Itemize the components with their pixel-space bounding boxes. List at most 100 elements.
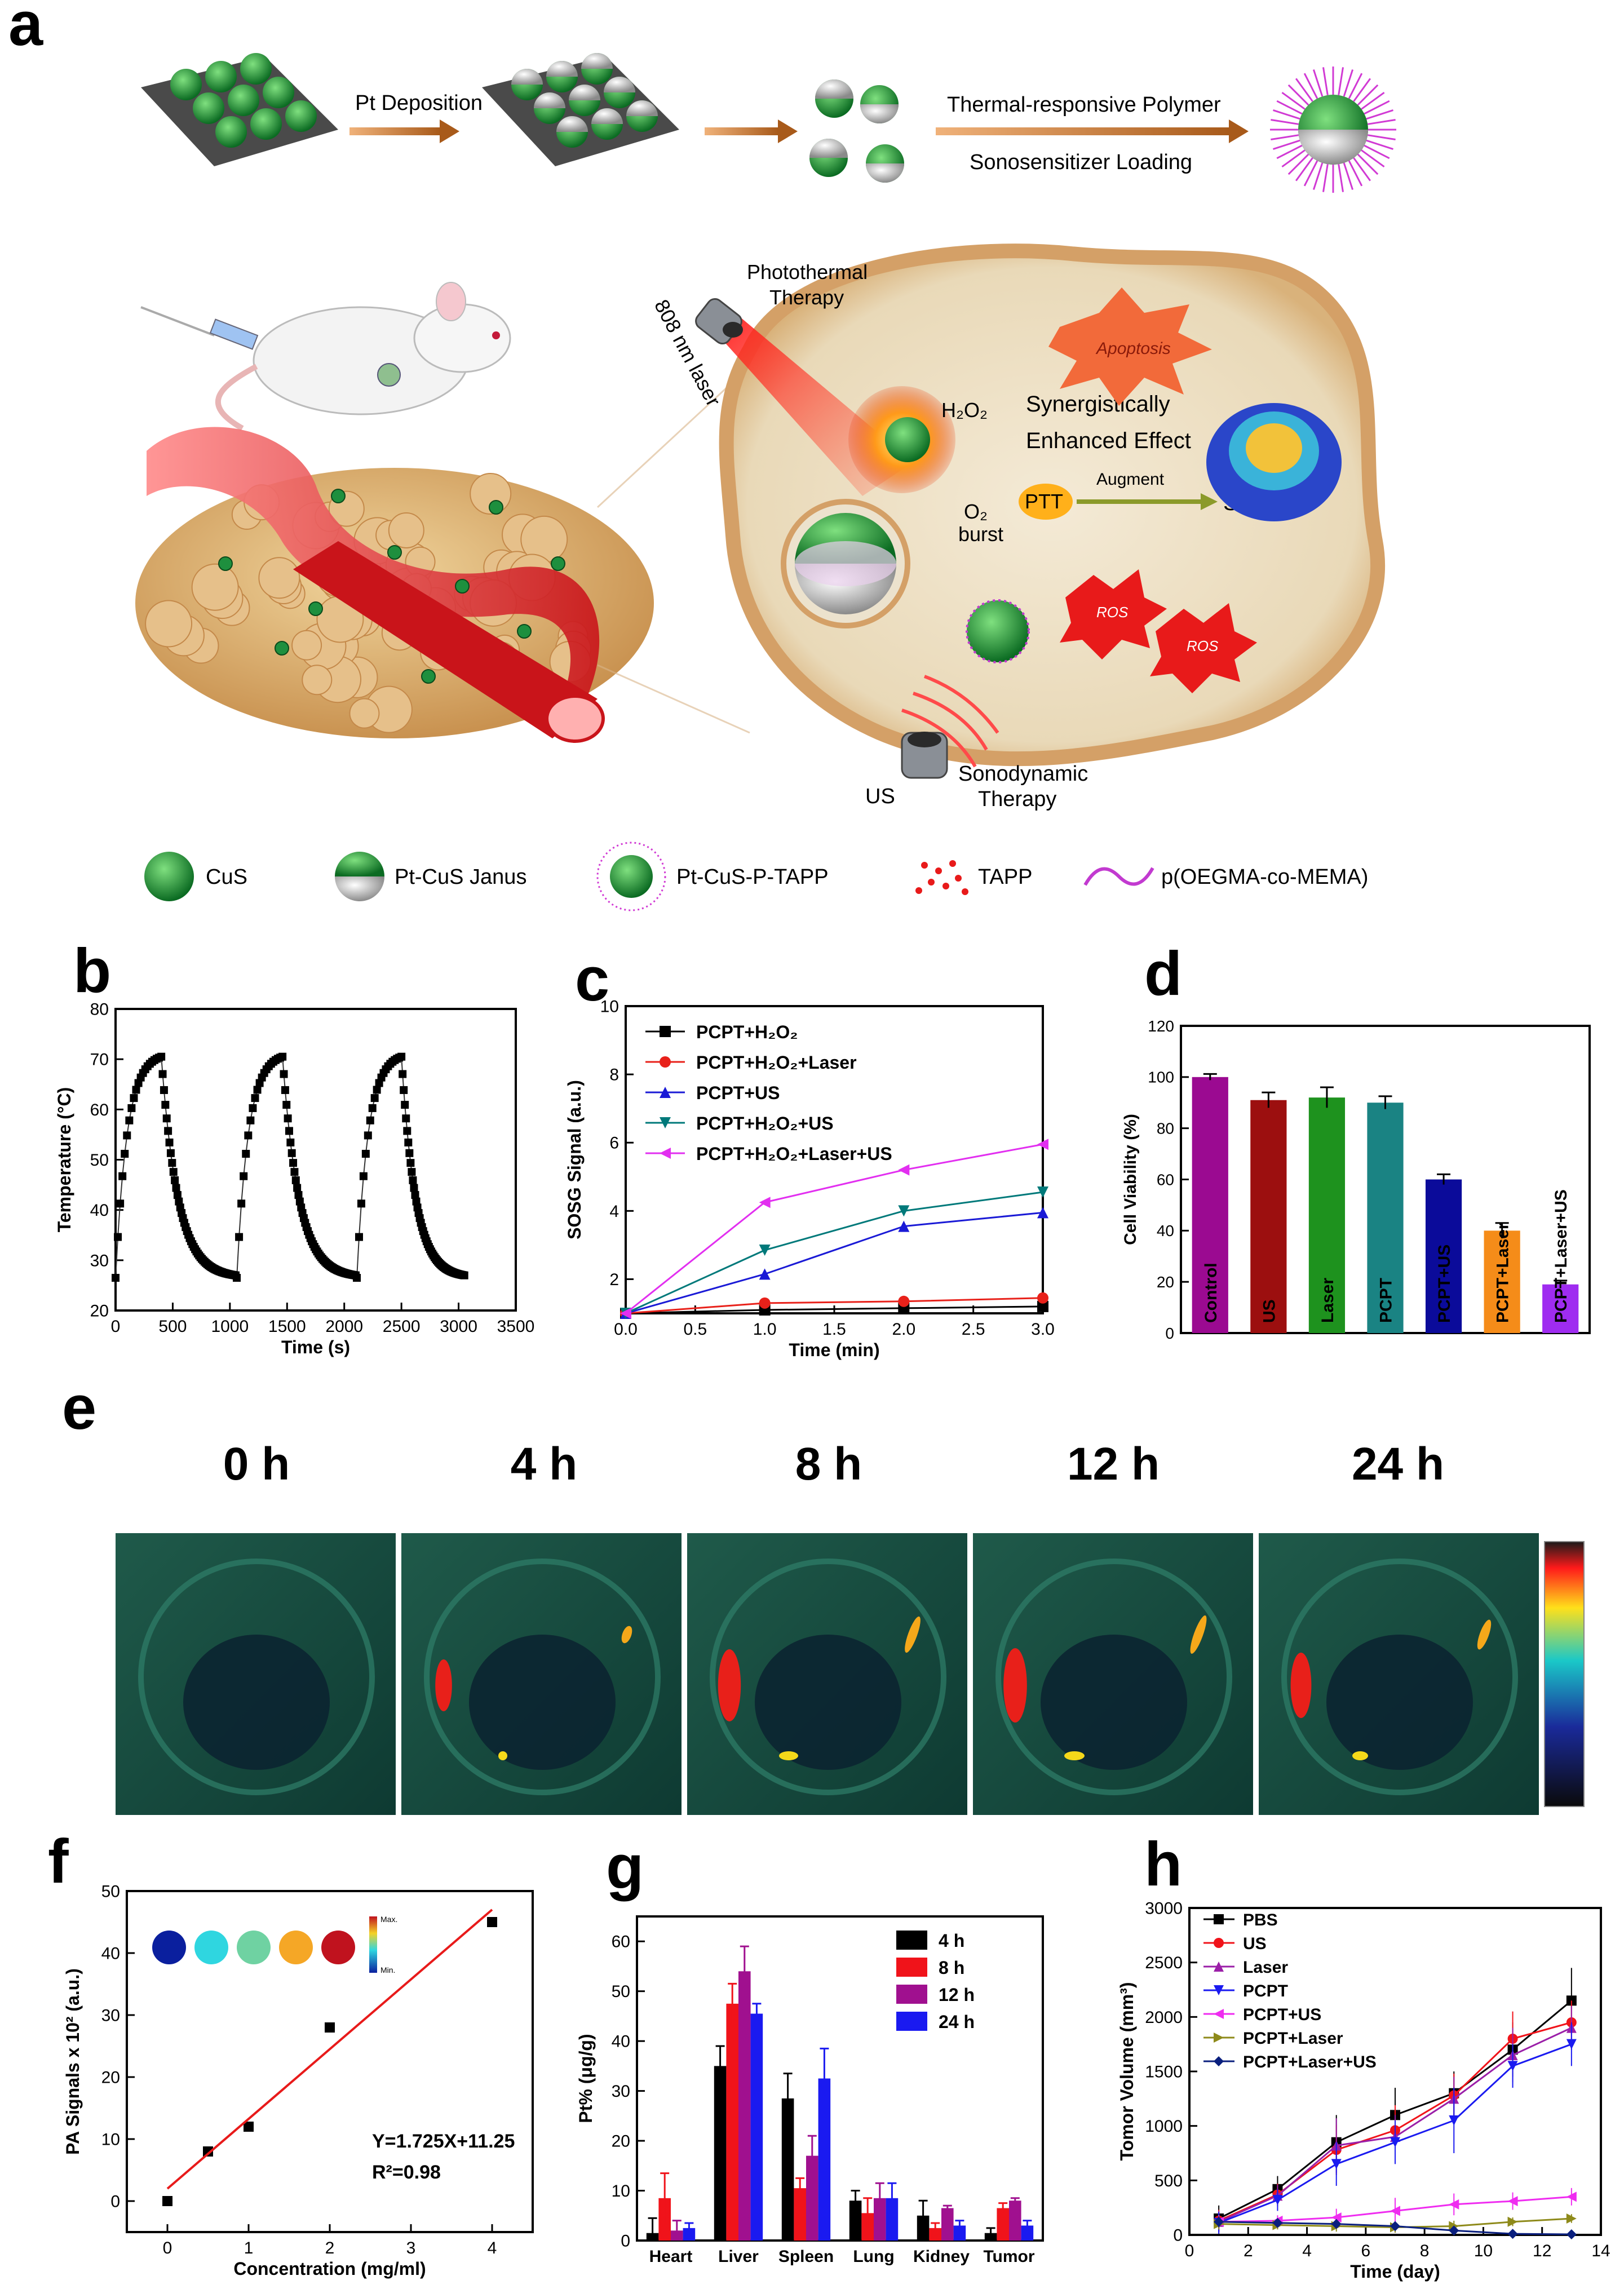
cus-sphere (285, 100, 317, 132)
y-tick-label: 2 (609, 1270, 619, 1289)
series-line (625, 1191, 1043, 1314)
bar (1484, 1230, 1520, 1333)
cus-sphere (263, 77, 294, 108)
temperature-point (282, 1101, 291, 1109)
syringe (140, 306, 259, 350)
inset-concentration-dot (194, 1931, 228, 1964)
legend-polymer-label: p(OEGMA-co-MEMA) (1161, 865, 1368, 889)
cus-array-substrate (141, 53, 338, 166)
temperature-point (281, 1086, 289, 1094)
inset-colorbar-min: Min. (380, 1965, 395, 1974)
pt-cap (809, 139, 848, 158)
series-line (625, 1211, 1043, 1314)
data-point (244, 2122, 254, 2132)
temperature-point (168, 1159, 176, 1167)
y-tick-label: 100 (1148, 1069, 1174, 1086)
y-tick-label: 20 (612, 2132, 630, 2151)
category-label: Liver (718, 2247, 759, 2266)
temperature-point (172, 1184, 180, 1192)
legend-swatch (896, 1985, 927, 2004)
time-label: 12 h (1067, 1438, 1160, 1490)
nanoparticle-dot (551, 556, 565, 571)
temperature-point (293, 1184, 302, 1192)
process-arrow-2 (705, 119, 798, 143)
y-tick-label: 10 (612, 2182, 630, 2201)
legend-swatch (896, 1931, 927, 1950)
polymer-strand (1343, 69, 1354, 97)
bar (1192, 1077, 1228, 1333)
data-point (325, 2022, 335, 2033)
data-point (1037, 1292, 1048, 1304)
bar (929, 2228, 941, 2241)
ultrasound-waves (901, 675, 999, 768)
pt-cap (511, 69, 543, 85)
polymer-strand (1295, 78, 1313, 102)
temperature-point (233, 1274, 241, 1282)
synergy-label-2: Enhanced Effect (1026, 428, 1191, 453)
data-point (1331, 2219, 1342, 2229)
bar (1308, 1097, 1346, 1333)
x-tick-label: 3 (406, 2239, 416, 2257)
temperature-point (460, 1271, 468, 1279)
bar (1021, 2225, 1034, 2241)
temperature-point (278, 1052, 287, 1061)
tapp-dot (921, 862, 928, 869)
legend-polymer-icon (1083, 867, 1154, 886)
zoom-line-top (596, 365, 751, 508)
y-tick-label: 0 (1165, 1325, 1174, 1342)
legend-swatch-marker (1214, 2009, 1224, 2019)
polymer-strand (1281, 149, 1306, 168)
process-arrow-1 (349, 119, 459, 143)
y-tick-label: 1000 (1145, 2117, 1183, 2136)
legend-entry: PCPT+H₂O₂+Laser (696, 1052, 857, 1073)
legend-cus-label: CuS (206, 865, 247, 889)
ptt-label: PTT (1025, 490, 1063, 513)
legend-tapp-label: TAPP (978, 865, 1032, 889)
temperature-point (164, 1127, 172, 1135)
pa-tumor-outline (995, 1559, 1232, 1795)
temperature-point (370, 1094, 379, 1103)
x-tick-label: 0 (111, 1317, 121, 1336)
pa-warm-spot (905, 1616, 921, 1653)
category-label: PCPT+Laser+US (1552, 1189, 1570, 1323)
x-tick-label: 14 (1591, 2242, 1610, 2260)
pa-tumor-outline (710, 1559, 946, 1795)
x-tick-label: 1500 (268, 1317, 306, 1336)
data-point (1449, 2199, 1459, 2210)
temperature-point (165, 1138, 174, 1146)
y-axis-label: PA Signals x 10² (a.u.) (63, 1968, 83, 2155)
fit-r-squared: R²=0.98 (372, 2162, 441, 2183)
data-point (620, 1308, 631, 1319)
legend-pcpt-icon (596, 842, 666, 911)
category-label: US (1260, 1299, 1278, 1323)
data-point (1507, 2061, 1518, 2071)
data-point (1390, 2206, 1400, 2216)
data-point (162, 2196, 172, 2206)
temperature-point (132, 1086, 140, 1094)
temperature-point (161, 1101, 170, 1109)
temperature-point (353, 1274, 361, 1282)
temperature-point (373, 1086, 381, 1094)
ros-star-1: ROS (1060, 569, 1167, 659)
step-label-sonosensitizer: Sonosensitizer Loading (970, 150, 1192, 174)
legend-swatch-marker (660, 1148, 671, 1159)
legend-janus-label: Pt-CuS Janus (395, 865, 526, 889)
polymer-strand (1312, 69, 1324, 97)
polymer-strand (1361, 91, 1385, 110)
temperature-point (355, 1233, 363, 1241)
y-tick-label: 10 (101, 2131, 120, 2149)
polymer-strand (1361, 149, 1385, 168)
x-tick-label: 1.5 (822, 1320, 846, 1339)
polymer-strand (1287, 153, 1309, 175)
legend-swatch-marker (660, 1117, 671, 1128)
temperature-point (359, 1172, 368, 1180)
panel-letter-e: e (62, 1373, 96, 1442)
polymer-strand (1303, 160, 1318, 187)
cus-sphere (170, 69, 202, 100)
temperature-point (409, 1176, 417, 1184)
temperature-point (127, 1104, 136, 1112)
polymer-strand (1368, 134, 1396, 141)
x-tick-label: 1 (244, 2239, 254, 2257)
polymer-strand (1295, 157, 1313, 181)
